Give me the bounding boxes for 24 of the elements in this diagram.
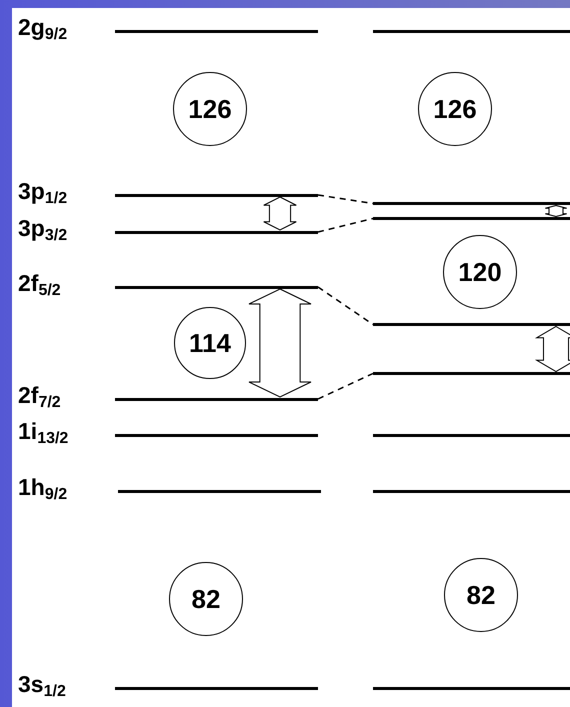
dashed-connector <box>318 286 374 326</box>
block-arrow <box>544 204 568 218</box>
dashed-connector <box>318 372 374 400</box>
level-label: 1h$_{9/2}$ <box>18 474 68 500</box>
level-line <box>373 490 570 493</box>
level-label: 2f$_{7/2}$ <box>18 382 61 408</box>
level-line <box>373 323 570 326</box>
level-label: 1i$_{13/2}$ <box>18 418 68 444</box>
dashed-connector <box>318 194 374 204</box>
level-line <box>373 434 570 437</box>
level-line <box>373 217 570 220</box>
level-label: 3s$_{1/2}$ <box>18 670 66 696</box>
level-line <box>373 202 570 205</box>
level-label: 2g$_{9/2}$ <box>18 14 68 40</box>
block-arrow <box>263 196 297 231</box>
level-label: 2f$_{5/2}$ <box>18 270 61 296</box>
block-arrow <box>534 326 570 372</box>
level-line <box>373 372 570 375</box>
dashed-connector <box>318 218 374 233</box>
level-label: 3p$_{1/2}$ <box>18 178 68 204</box>
level-label: 3p$_{3/2}$ <box>18 214 68 240</box>
level-line <box>373 30 570 33</box>
level-line <box>373 687 570 690</box>
block-arrow <box>248 288 312 398</box>
